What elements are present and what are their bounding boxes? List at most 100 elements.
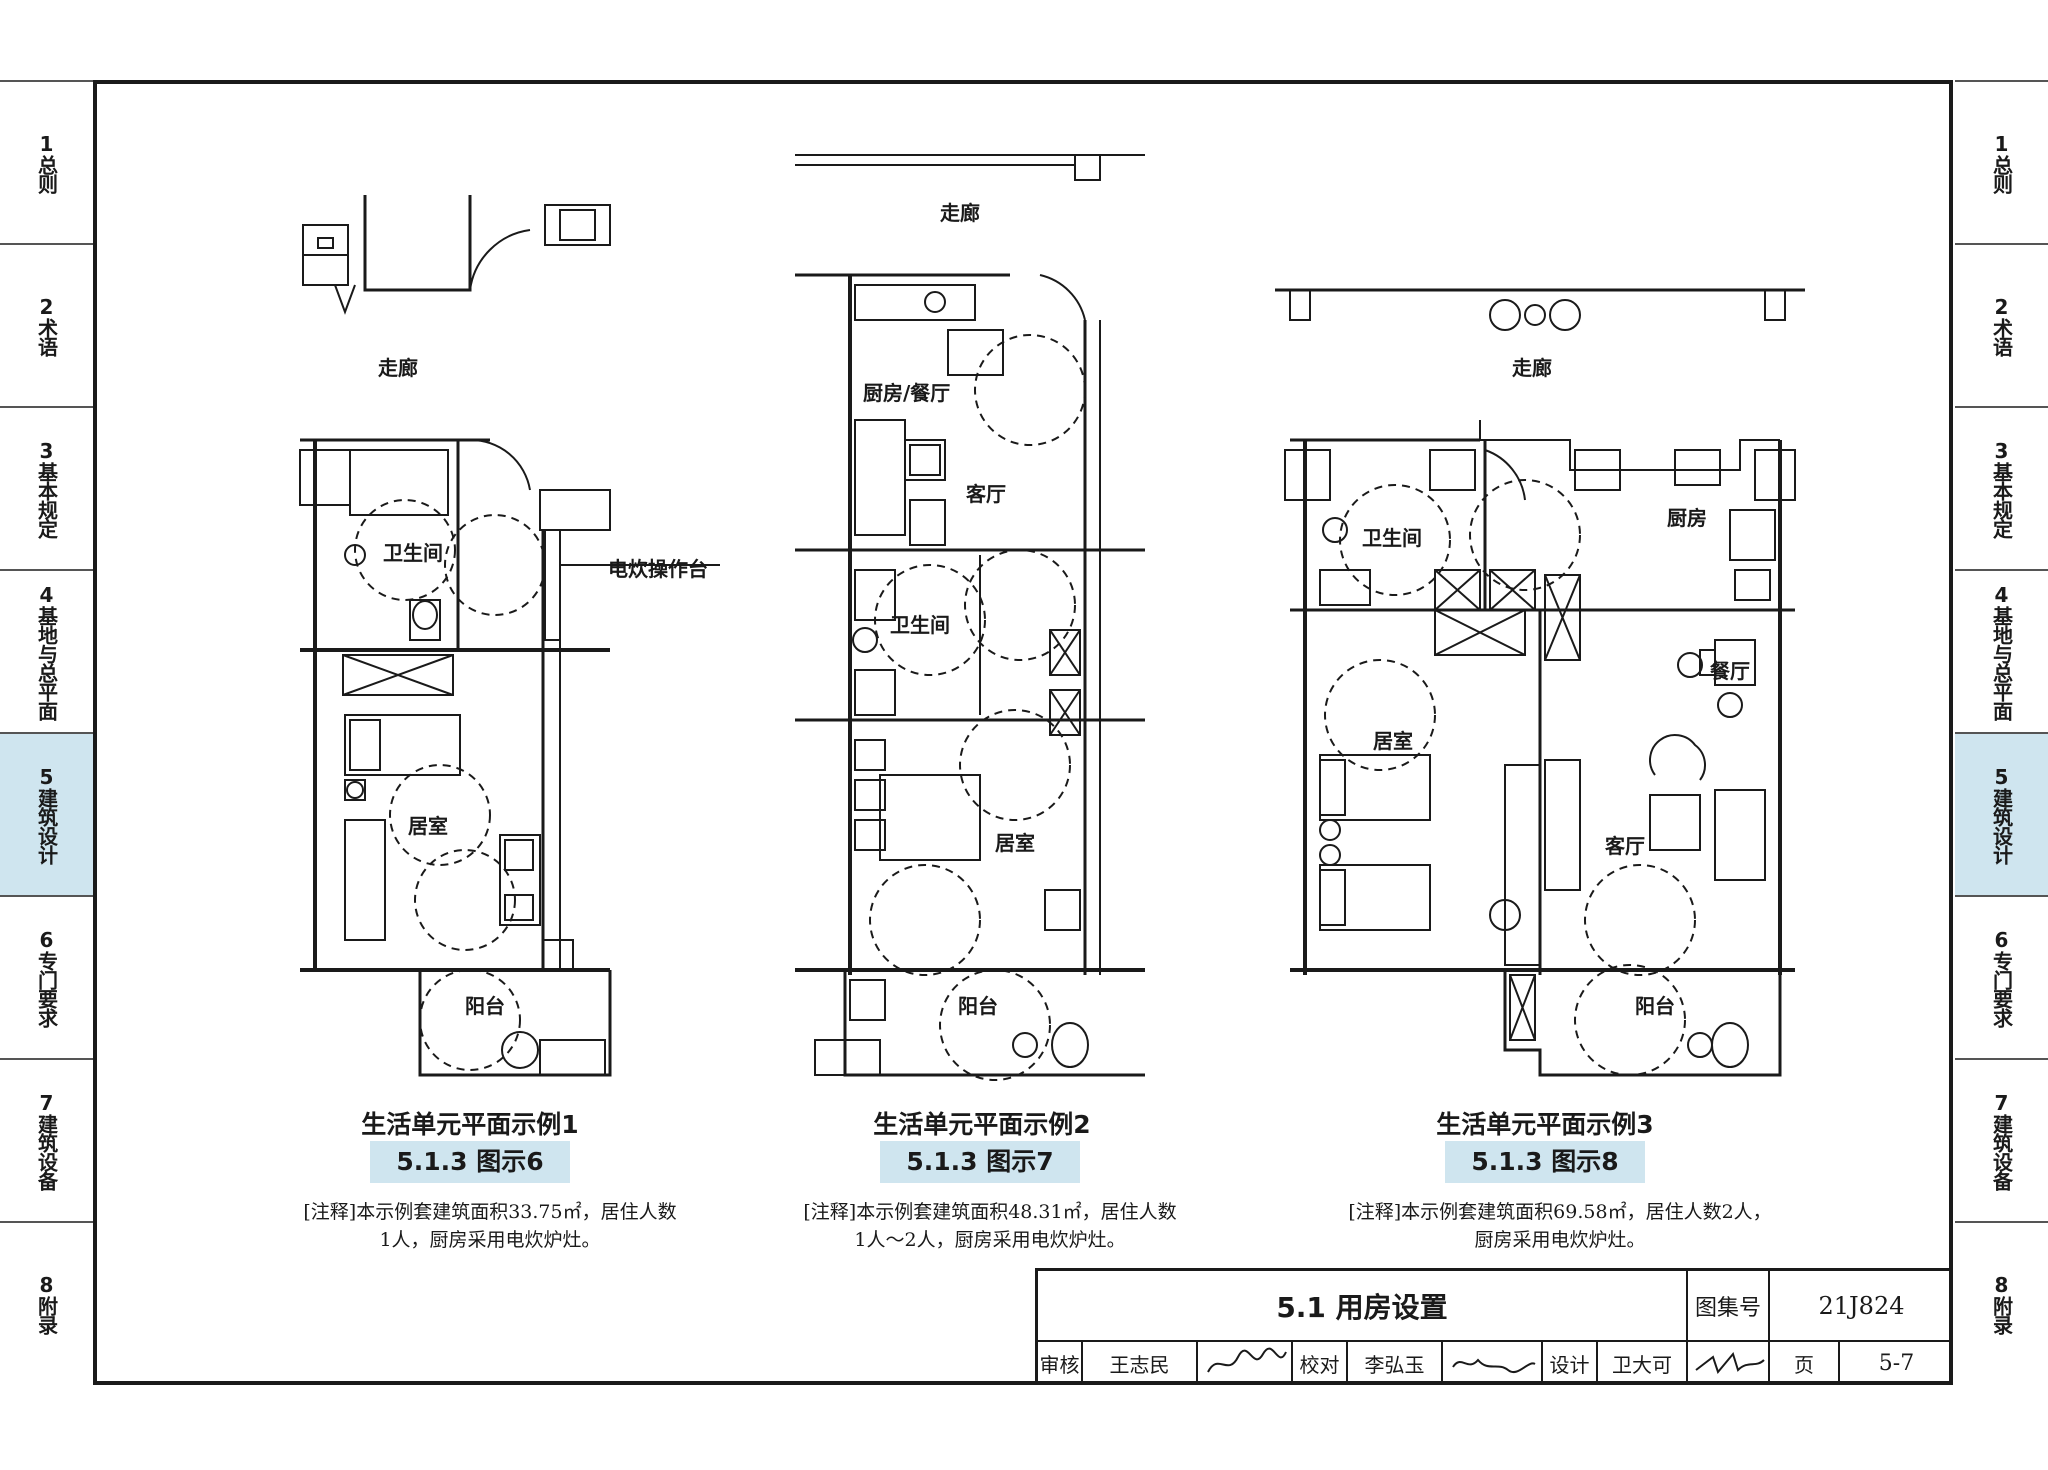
note-line: [注释]本示例套建筑面积33.75㎡，居住人数 [303,1201,677,1223]
tab-num: 6 [39,927,54,952]
title-block: 5.1 用房设置 图集号 21J824 审核 王志民 校对 李弘玉 设计 卫大可… [1035,1268,1953,1385]
tab-num: 7 [1994,1090,2009,1115]
tab-num: 8 [1994,1273,2009,1297]
signature-icon [1207,1347,1287,1373]
note-line: 厨房采用电炊炉灶。 [1474,1229,1646,1251]
tab-num: 3 [39,438,54,463]
note-3: [注释]本示例套建筑面积69.58㎡，居住人数2人， 厨房采用电炊炉灶。 [1310,1198,1810,1254]
tab-num: 6 [1994,927,2009,952]
plan-3 [1275,288,1805,1077]
figure-ref-1: 5.1.3 图示6 [370,1141,570,1183]
figure-ref-3: 5.1.3 图示8 [1445,1141,1645,1183]
tab-label: 基本规定 [1989,461,2014,538]
label-bath-1: 卫生间 [383,541,443,565]
label-balcony-3: 阳台 [1635,994,1675,1018]
label-bedroom-1: 居室 [408,814,448,838]
tab-label: 建筑设计 [34,787,59,864]
reviewer-name: 王志民 [1083,1342,1198,1385]
plan-title-1: 生活单元平面示例1 [361,1110,579,1139]
plan-title-3: 生活单元平面示例3 [1436,1110,1654,1139]
figure-ref-2: 5.1.3 图示7 [880,1141,1080,1183]
tab-label: 总则 [34,154,59,193]
tab-num: 7 [39,1090,54,1115]
checker-signature [1443,1342,1543,1385]
tab-num: 2 [39,294,54,319]
designer-name: 卫大可 [1598,1342,1688,1385]
plan-2 [795,154,1145,1081]
checker-name: 李弘玉 [1348,1342,1443,1385]
tab-num: 4 [39,582,54,607]
tab-num: 8 [39,1273,54,1297]
label-kitchen-3: 厨房 [1667,506,1707,530]
designer-signature [1688,1342,1770,1385]
tab-num: 1 [39,131,54,156]
label-bedroom-3: 居室 [1373,729,1413,753]
note-line: 1人～2人，厨房采用电炊炉灶。 [854,1229,1126,1251]
note-2: [注释]本示例套建筑面积48.31㎡，居住人数 1人～2人，厨房采用电炊炉灶。 [760,1198,1220,1254]
tab-label: 术语 [1989,317,2014,356]
note-line: 1人，厨房采用电炊炉灶。 [379,1229,601,1251]
tab-label: 术语 [34,317,59,356]
design-label: 设计 [1543,1342,1598,1385]
atlas-number: 21J824 [1770,1271,1953,1342]
tab-label: 附录 [1989,1296,2014,1334]
plan-1 [299,195,720,1077]
label-living-2: 客厅 [966,482,1006,506]
tab-num: 4 [1994,582,2009,607]
atlas-label: 图集号 [1688,1271,1770,1342]
tab-num: 5 [1994,764,2009,789]
tab-label: 建筑设备 [34,1113,59,1190]
tab-num: 3 [1994,438,2009,463]
page-number: 5-7 [1878,1351,1915,1376]
plan-title-2: 生活单元平面示例2 [873,1110,1091,1139]
note-line: [注释]本示例套建筑面积48.31㎡，居住人数 [803,1201,1177,1223]
label-balcony-2: 阳台 [958,994,998,1018]
label-counter-1: 电炊操作台 [608,557,708,581]
section-title: 5.1 用房设置 [1038,1271,1688,1342]
page-label: 页 [1770,1342,1840,1385]
tab-label: 附录 [34,1296,59,1334]
label-kitchen-2: 厨房/餐厅 [863,381,951,405]
label-bedroom-2: 居室 [995,831,1035,855]
label-corridor-1: 走廊 [378,356,418,380]
tab-label: 建筑设计 [1989,787,2014,864]
tab-num: 1 [1994,131,2009,156]
drawing-frame [93,80,1953,1385]
label-bath-3: 卫生间 [1362,526,1422,550]
note-line: [注释]本示例套建筑面积69.58㎡，居住人数2人， [1348,1201,1772,1223]
review-label: 审核 [1038,1342,1083,1385]
tab-label: 基地与总平面 [1989,605,2014,720]
label-dining-3: 餐厅 [1710,659,1750,683]
label-bath-2: 卫生间 [890,613,950,637]
tab-label: 基地与总平面 [34,605,59,720]
tab-num: 2 [1994,294,2009,319]
tab-label: 专门要求 [34,950,59,1027]
tab-num: 5 [39,764,54,789]
label-corridor-3: 走廊 [1512,356,1552,380]
tab-label: 基本规定 [34,461,59,538]
note-1: [注释]本示例套建筑面积33.75㎡，居住人数 1人，厨房采用电炊炉灶。 [260,1198,720,1254]
signature-icon [1452,1358,1536,1373]
label-corridor-2: 走廊 [940,201,980,225]
check-label: 校对 [1293,1342,1348,1385]
signature-icon [1695,1351,1765,1375]
